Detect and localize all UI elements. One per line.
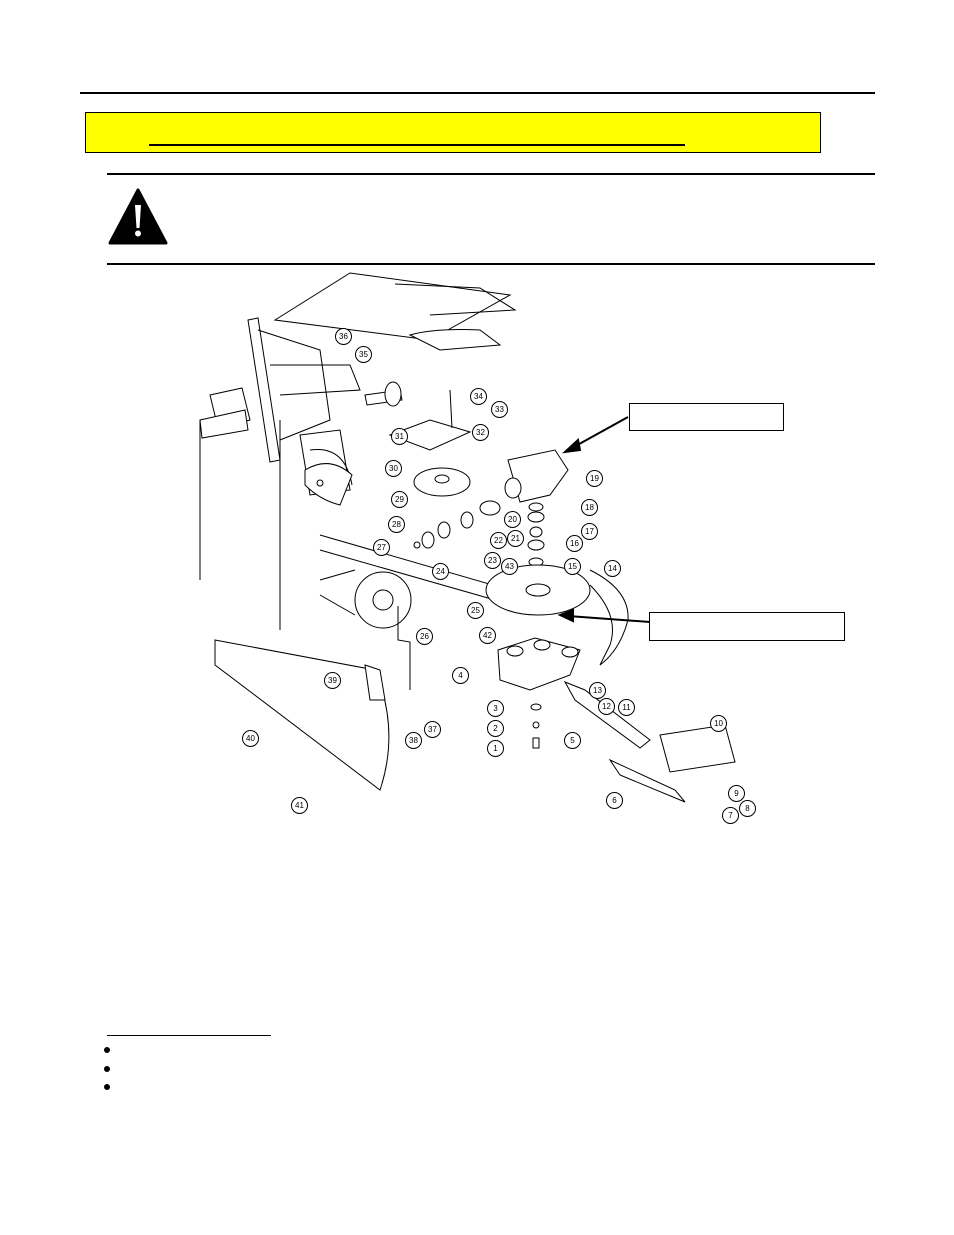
part-callout-39: 39 <box>324 672 341 689</box>
part-callout-21: 21 <box>507 530 524 547</box>
part-callout-28: 28 <box>388 516 405 533</box>
warning-bottom-rule <box>107 263 875 265</box>
part-callout-23: 23 <box>484 552 501 569</box>
part-callout-20: 20 <box>504 511 521 528</box>
rotor-callout-box <box>649 612 845 641</box>
part-callout-42: 42 <box>479 627 496 644</box>
part-callout-18: 18 <box>581 499 598 516</box>
part-callout-31: 31 <box>391 428 408 445</box>
part-callout-9: 9 <box>728 785 745 802</box>
warning-triangle-icon <box>108 188 168 245</box>
part-callout-40: 40 <box>242 730 259 747</box>
part-callout-6: 6 <box>606 792 623 809</box>
part-callout-5: 5 <box>564 732 581 749</box>
part-callout-7: 7 <box>722 807 739 824</box>
part-callout-17: 17 <box>581 523 598 540</box>
bullet-3 <box>104 1084 110 1090</box>
part-callout-11: 11 <box>618 699 635 716</box>
part-callout-25: 25 <box>467 602 484 619</box>
part-callout-2: 2 <box>487 720 504 737</box>
part-callout-22: 22 <box>490 532 507 549</box>
part-callout-14: 14 <box>604 560 621 577</box>
part-callout-4: 4 <box>452 667 469 684</box>
part-callout-1: 1 <box>487 740 504 757</box>
banner-title-underline <box>149 144 685 146</box>
part-callout-3: 3 <box>487 700 504 717</box>
warning-top-rule <box>107 173 875 175</box>
diagram-drawing <box>199 272 736 803</box>
part-callout-10: 10 <box>710 715 727 732</box>
part-callout-37: 37 <box>424 721 441 738</box>
part-callout-34: 34 <box>470 388 487 405</box>
top-rule <box>80 92 875 94</box>
part-callout-19: 19 <box>586 470 603 487</box>
section-banner <box>85 112 821 153</box>
part-callout-29: 29 <box>391 491 408 508</box>
part-callout-36: 36 <box>335 328 352 345</box>
part-callout-13: 13 <box>589 682 606 699</box>
part-callout-24: 24 <box>432 563 449 580</box>
part-callout-8: 8 <box>739 800 756 817</box>
part-callout-32: 32 <box>472 424 489 441</box>
part-callout-41: 41 <box>291 797 308 814</box>
part-callout-43: 43 <box>501 558 518 575</box>
part-callout-33: 33 <box>491 401 508 418</box>
footnote-rule <box>107 1035 271 1036</box>
part-callout-27: 27 <box>373 539 390 556</box>
part-callout-35: 35 <box>355 346 372 363</box>
bullet-1 <box>104 1047 110 1053</box>
part-callout-30: 30 <box>385 460 402 477</box>
part-callout-38: 38 <box>405 732 422 749</box>
part-callout-26: 26 <box>416 628 433 645</box>
part-callout-12: 12 <box>598 698 615 715</box>
gearbox-callout-box <box>629 403 784 431</box>
part-callout-16: 16 <box>566 535 583 552</box>
bullet-2 <box>104 1066 110 1072</box>
part-callout-15: 15 <box>564 558 581 575</box>
